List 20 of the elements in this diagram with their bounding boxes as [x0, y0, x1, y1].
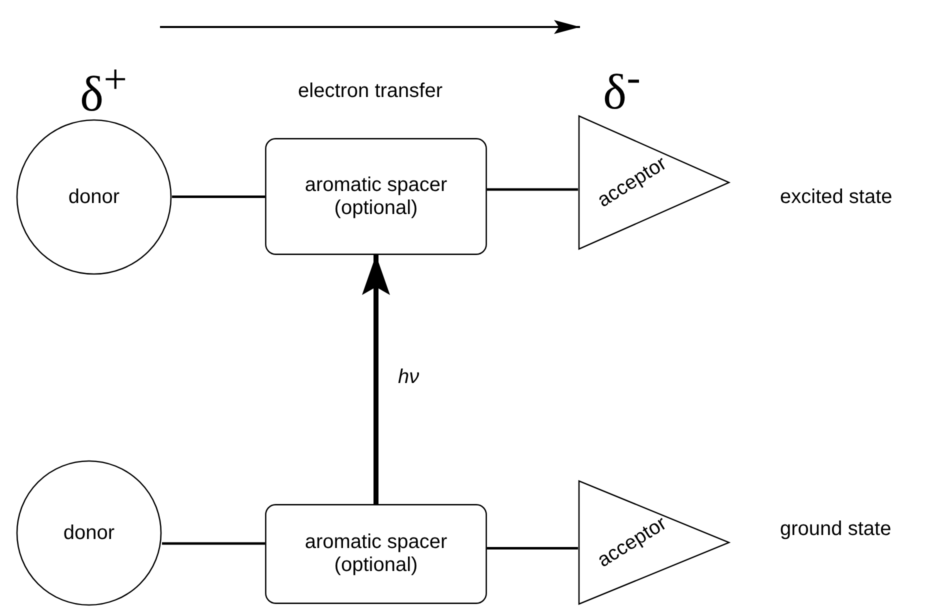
donor-circle: [16, 119, 172, 275]
node-label: donor: [63, 522, 115, 544]
symbol-label: δ$^{+}$: [80, 58, 128, 122]
symbol-label: δ$^{-}$: [603, 56, 640, 120]
node-label: aromatic spacer (optional): [304, 531, 448, 577]
connector-line: [162, 542, 265, 545]
text-label: ground state: [780, 518, 892, 540]
donor-circle: [16, 460, 162, 606]
node-label: aromatic spacer (optional): [304, 174, 448, 220]
connector-line: [487, 547, 578, 550]
spacer-box: [265, 504, 487, 604]
connector-line: [487, 188, 578, 191]
acceptor-triangle: [578, 480, 730, 605]
spacer-box: [265, 138, 487, 255]
text-label: excited state: [780, 186, 892, 208]
acceptor-triangle: [578, 115, 730, 250]
arrow: [362, 255, 390, 504]
connector-line: [172, 196, 265, 198]
text-label: electron transfer: [298, 80, 443, 102]
node-label: donor: [68, 186, 120, 208]
